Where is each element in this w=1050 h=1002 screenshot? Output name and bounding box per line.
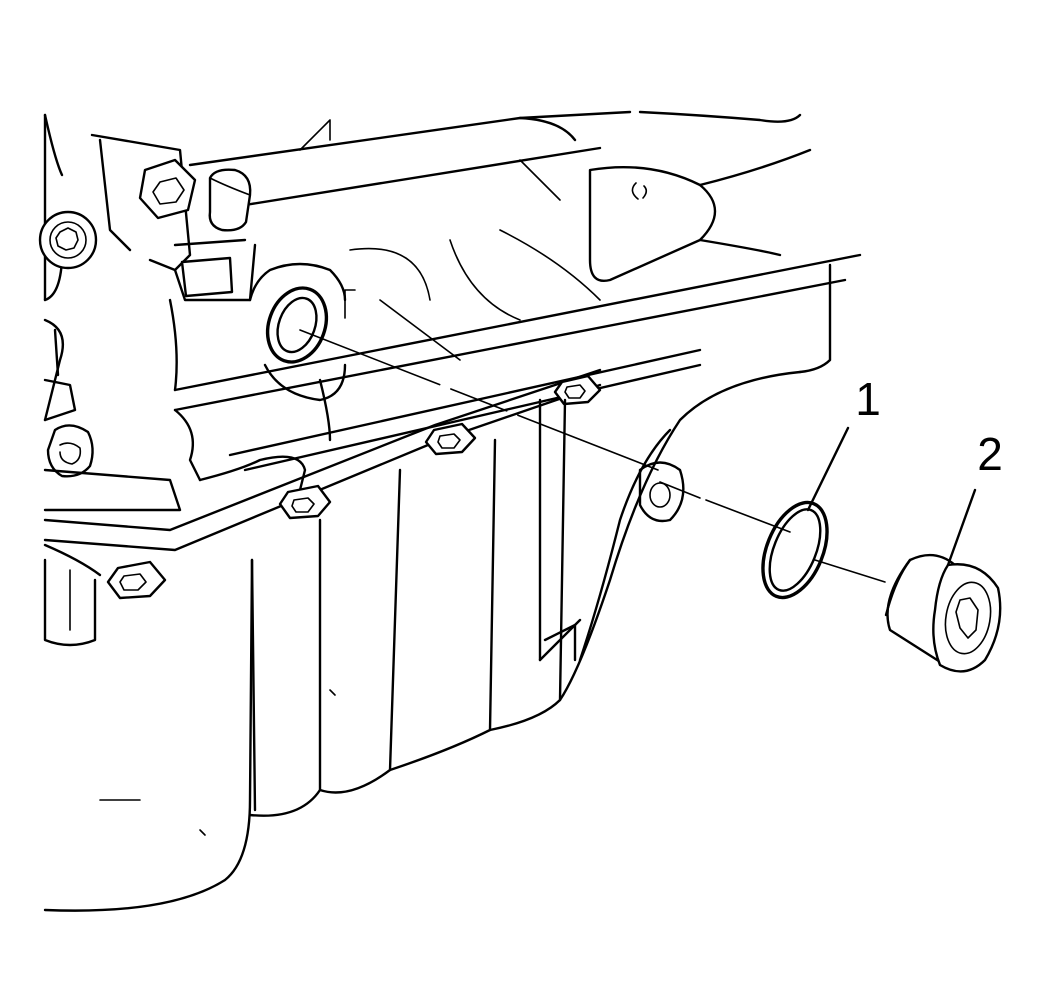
sealing-ring <box>761 500 829 600</box>
callout-2-label: 2 <box>977 428 1003 480</box>
oil-pan <box>43 370 802 912</box>
flange-bolt <box>278 484 332 520</box>
flange-bolt <box>106 560 167 600</box>
callout-1: 1 <box>806 373 881 512</box>
callout-1-label: 1 <box>855 373 881 425</box>
oil-pan-flange <box>43 368 602 600</box>
engine-block <box>38 110 862 512</box>
callout-2: 2 <box>946 428 1003 567</box>
oil-pan-plug <box>884 553 1002 673</box>
flange-bolt <box>553 374 602 406</box>
flange-bolt <box>424 422 477 456</box>
